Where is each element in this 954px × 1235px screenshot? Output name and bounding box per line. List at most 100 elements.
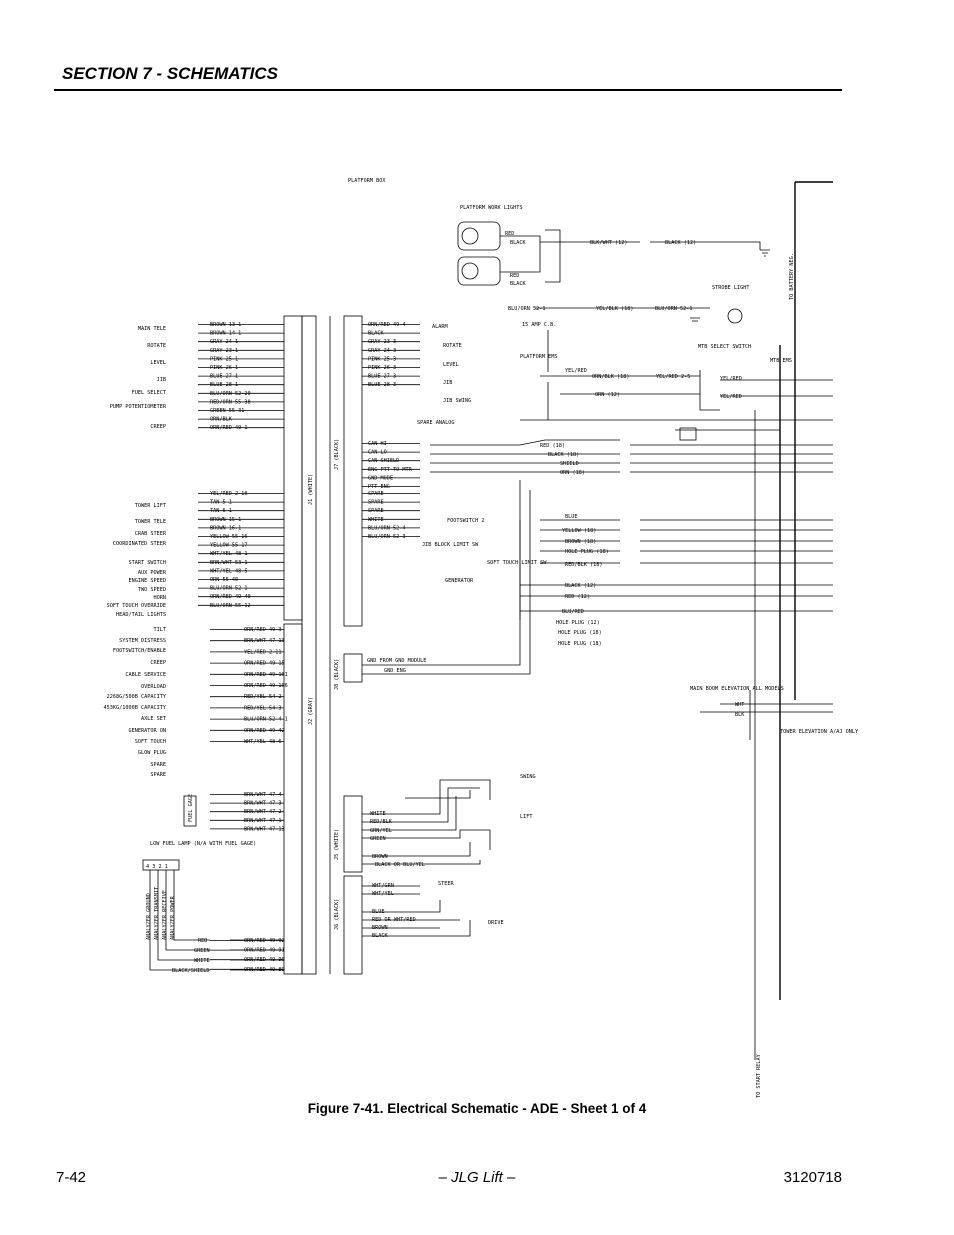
svg-text:WHT/YEL: WHT/YEL — [372, 891, 394, 897]
j7-wire-label: ENG PTT TO MTR — [368, 467, 413, 473]
j7-wire-label: SPARE — [368, 508, 384, 514]
svg-text:BROWN: BROWN — [372, 925, 388, 931]
j2-wire-label: ORN/RED 49-106 — [244, 683, 288, 689]
connector-j8 — [343, 653, 363, 683]
left-label: GLOW PLUG — [138, 750, 166, 756]
svg-text:BLACK/SHIELD: BLACK/SHIELD — [172, 968, 209, 974]
left-label: HORN — [154, 595, 167, 601]
svg-text:YEL/RED 2-5: YEL/RED 2-5 — [656, 374, 690, 380]
j1-wire-label: WHT/YEL 48-1 — [210, 551, 247, 557]
j7-wire-label: GRAY 23-3 — [368, 339, 396, 345]
j2-label: J2 (GRAY) — [308, 697, 314, 725]
svg-text:BLK: BLK — [735, 712, 745, 718]
left-label: ENGINE SPEED — [129, 578, 166, 584]
device-label: SPARE ANALOG — [417, 420, 454, 426]
svg-text:RED OR WHT/RED: RED OR WHT/RED — [372, 917, 416, 923]
footer-brand: – JLG Lift – — [438, 1169, 516, 1186]
mid-wire-label: RED/BLK (18) — [565, 562, 602, 568]
j1-wire-label: BROWN 13-1 — [210, 322, 241, 328]
j2-wire-label: WHT/YEL 48-6 — [244, 739, 281, 745]
left-label: SYSTEM DISTRESS — [119, 638, 166, 644]
j1-label: J1 (WHITE) — [308, 474, 314, 505]
j1-wire-label: TAN 5-1 — [210, 500, 232, 506]
fuel-gage-label: FUEL GAGE — [188, 794, 194, 822]
j1-wire-label: ORN/BLK — [210, 417, 233, 423]
left-label: SPARE — [150, 762, 166, 768]
svg-text:GRN/YEL: GRN/YEL — [370, 828, 392, 834]
drive-label: DRIVE — [488, 920, 504, 926]
left-label: COORDINATED STEER — [113, 541, 167, 547]
page-number: 7-42 — [56, 1169, 87, 1186]
j2-wire-label: ORN/RED 49-101 — [244, 672, 288, 678]
j1-wire-label: ORN/RED 49-40 — [210, 594, 251, 600]
swing-label: SWING — [520, 774, 536, 780]
j7-wire-label: CAN LO — [368, 450, 387, 456]
analyzer-label: ANALYZER GROUND — [146, 893, 152, 940]
svg-text:BLU/ORN 52-1: BLU/ORN 52-1 — [655, 306, 692, 312]
j2-wire-label: BRN/WHT 47-3 — [244, 801, 281, 807]
j2-wire-label: ORN/RED 49-42 — [244, 728, 285, 734]
j1-wire-label: BRN/WHT 53-1 — [210, 560, 247, 566]
svg-text:BLACK: BLACK — [510, 240, 526, 246]
device-label: GENERATOR — [445, 578, 474, 584]
j2-wire-label: BRN/WHT 47-4 — [244, 792, 281, 798]
j1-wire-label: ORN/RED 49-1 — [210, 425, 247, 431]
left-label: MAIN TELE — [138, 326, 166, 332]
j7-wire-label: GRAY 24-3 — [368, 348, 396, 354]
device-label: ALARM — [432, 324, 448, 330]
left-label: GENERATOR ON — [129, 728, 166, 734]
j7-wire-label: PINK 26-3 — [368, 365, 396, 371]
j1-wire-label: BROWN 16-1 — [210, 525, 241, 531]
j7-wire-label: BLUE 28-3 — [368, 382, 396, 388]
j7-wire-label: BLU/ORN 52-4 — [368, 525, 405, 531]
mid-wire-label: ORN (18) — [560, 470, 585, 476]
svg-text:BLUE: BLUE — [372, 909, 385, 915]
j1-wire-label: BROWN 15-1 — [210, 517, 241, 523]
connector-j1 — [283, 315, 303, 621]
left-label: HEAD/TAIL LIGHTS — [116, 612, 166, 618]
left-label: START SWITCH — [129, 560, 166, 566]
j1-wire-label: PINK 26-1 — [210, 365, 238, 371]
left-label: SOFT TOUCH OVERRIDE — [107, 603, 166, 609]
svg-text:WHT: WHT — [735, 702, 744, 708]
j1-wire-label: BLUE 28-1 — [210, 382, 238, 388]
svg-text:ORN (12): ORN (12) — [595, 392, 620, 398]
section-header: SECTION 7 - SCHEMATICS — [62, 64, 278, 83]
device-label: JIB BLOCK LIMIT SW — [422, 542, 479, 548]
device-label: JIB SWING — [443, 398, 471, 404]
connector-j6 — [343, 875, 363, 975]
svg-text:YEL/RED: YEL/RED — [565, 368, 587, 374]
svg-text:WHITE: WHITE — [194, 958, 210, 964]
left-label: ROTATE — [147, 343, 166, 349]
j1-wire-label: BROWN 14-1 — [210, 331, 241, 337]
j7-label: J7 (BLACK) — [334, 439, 340, 470]
steer-label: STEER — [438, 881, 454, 887]
left-label: OVERLOAD — [141, 684, 166, 690]
svg-text:RED/BLK: RED/BLK — [370, 819, 393, 825]
main-boom-elev-label: MAIN BOOM ELEVATION ALL MODELS — [690, 686, 784, 692]
left-label: CREEP — [150, 660, 166, 666]
mid-wire-label: GND ENG — [384, 668, 406, 674]
mid-wire-label: BLACK (12) — [565, 583, 596, 589]
j1-wire-label: GRAY 23-1 — [210, 348, 238, 354]
j7-wire-label: SPARE — [368, 491, 384, 497]
j7-wire-label: PINK 25-3 — [368, 356, 396, 362]
work-lights-label: PLATFORM WORK LIGHTS — [460, 205, 522, 211]
mtb-select-label: MTB SELECT SWITCH — [698, 344, 751, 350]
svg-text:RED: RED — [510, 273, 519, 279]
header-rule — [54, 89, 842, 91]
j1-wire-label: TAN 6-1 — [210, 508, 232, 514]
j1-wire-label: WHT/YEL 48-5 — [210, 568, 247, 574]
mid-wire-label: SHIELD — [560, 461, 579, 467]
j7-wire-label: ORN/RED 49-4 — [368, 322, 405, 328]
analyzer-label: ANALYZER POWER — [170, 895, 176, 940]
mid-wire-label: GND FROM GND MODULE — [367, 658, 426, 664]
fuel-gage-box — [183, 795, 197, 827]
j1-wire-label: BLUE 27-1 — [210, 374, 238, 380]
analyzer-label: ANALYZER TRANSMIT — [154, 887, 160, 940]
left-label: PUMP POTENTIOMETER — [110, 404, 167, 410]
tower-elev-label: TOWER ELEVATION A/AJ ONLY — [780, 729, 859, 735]
mid-wire-label: HOLE PLUG (18) — [558, 641, 602, 647]
left-label: TILT — [154, 627, 167, 633]
left-label: TOWER TELE — [135, 519, 166, 525]
